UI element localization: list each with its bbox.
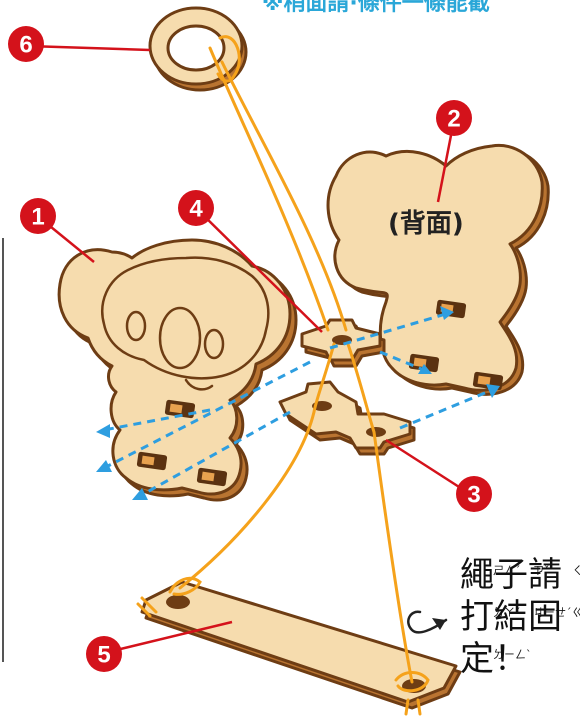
- note-ruby-2c: ㄍㄨˋ: [572, 606, 580, 619]
- back-slot-middle: [408, 353, 440, 373]
- swing-bar: [140, 580, 462, 710]
- note-line-1: 繩子請: [460, 555, 562, 595]
- koala-front-piece: [57, 238, 298, 502]
- callout-badge-3: 3: [456, 476, 492, 512]
- leader-3: [385, 438, 471, 496]
- callout-badge-1: 1: [20, 198, 56, 234]
- hanging-ring: [148, 6, 248, 92]
- back-slot-bottom: [472, 371, 504, 391]
- note-ruby-1b: ㄗˇ: [533, 564, 550, 577]
- knot-note: 繩子請 ㄕㄥˊ ㄗˇ ㄑㄧㄥˇ 打結固 ㄉㄚˇ ㄐㄧㄝˊ ㄍㄨˋ 定！ ㄉㄧㄥˋ: [407, 555, 580, 679]
- svg-text:1: 1: [31, 204, 44, 231]
- koala-smile: [184, 378, 214, 391]
- callout-badge-2: 2: [436, 100, 472, 136]
- curly-arrow-head: [432, 618, 446, 630]
- svg-text:5: 5: [97, 642, 110, 669]
- lower-connector-piece: [278, 380, 416, 456]
- callout-badge-4: 4: [178, 190, 214, 226]
- upper-connector-piece: [300, 318, 386, 368]
- leader-4: [197, 209, 323, 333]
- note-ruby-2b: ㄐㄧㄝˊ: [533, 606, 572, 619]
- callout-badge-5: 5: [86, 636, 122, 672]
- note-ruby-1c: ㄑㄧㄥˇ: [572, 564, 580, 577]
- top-banner: ※稍面請·條件一條能截: [262, 0, 490, 16]
- assembly-guides: [96, 306, 500, 500]
- front-slot-left: [136, 451, 168, 471]
- koala-left-eye: [125, 310, 147, 342]
- leader-6: [27, 44, 151, 52]
- koala-back-piece: (背面): [326, 143, 550, 396]
- curly-arrow: [407, 610, 448, 634]
- front-slot-right: [196, 467, 228, 487]
- note-ruby-1a: ㄕㄥˊ: [493, 564, 521, 577]
- strings: [136, 35, 430, 716]
- note-ruby-3a: ㄉㄧㄥˋ: [493, 648, 532, 661]
- leader-5: [107, 620, 233, 654]
- koala-right-eye: [203, 328, 225, 360]
- note-ruby-2a: ㄉㄚˇ: [493, 606, 521, 619]
- callout-badge-6: 6: [8, 26, 44, 62]
- svg-text:6: 6: [19, 32, 32, 59]
- koala-nose: [158, 306, 202, 370]
- svg-text:2: 2: [447, 106, 460, 133]
- svg-text:4: 4: [189, 196, 203, 223]
- svg-text:3: 3: [467, 482, 480, 509]
- note-line-2: 打結固: [460, 597, 562, 637]
- note-line-3: 定！: [460, 639, 528, 679]
- back-label: (背面): [388, 209, 464, 239]
